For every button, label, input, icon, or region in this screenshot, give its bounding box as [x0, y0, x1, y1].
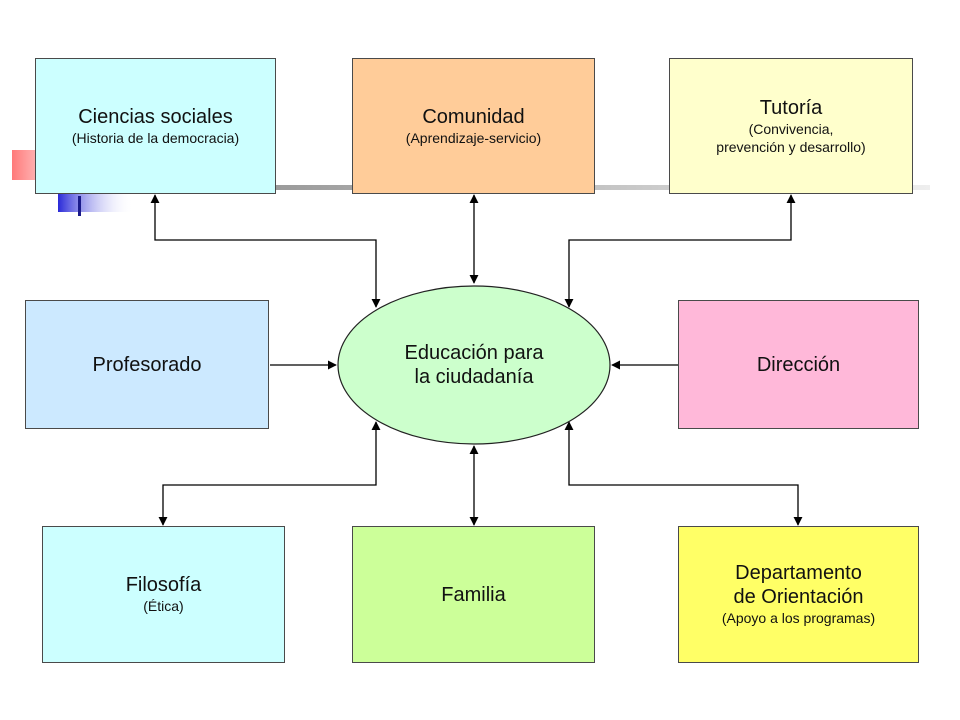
decorative-blue-tick: [78, 196, 81, 216]
connector-tutoria: [564, 194, 796, 308]
connector-filosofia: [158, 421, 381, 526]
node-ciencias-sociales: Ciencias sociales (Historia de la democr…: [35, 58, 276, 194]
decorative-gray-line: [270, 185, 930, 190]
node-subtitle-line-2: prevención y desarrollo): [716, 139, 866, 155]
node-direccion: Dirección: [678, 300, 919, 429]
center-node-ellipse: [337, 285, 611, 445]
node-tutoria: Tutoría (Convivencia, prevención y desar…: [669, 58, 913, 194]
node-subtitle: (Historia de la democracia): [71, 129, 240, 146]
node-subtitle: (Ética): [143, 598, 184, 614]
node-filosofia: Filosofía (Ética): [42, 526, 285, 663]
center-line-2: la ciudadanía: [414, 366, 534, 388]
node-departamento-orientacion: Departamento de Orientación (Apoyo a los…: [678, 526, 919, 663]
node-subtitle: (Apoyo a los programas): [721, 610, 876, 626]
node-subtitle: (Aprendizaje-servicio): [405, 129, 542, 146]
node-title: Familia: [441, 583, 506, 606]
node-familia: Familia: [352, 526, 595, 663]
node-title: Comunidad: [422, 105, 525, 128]
connector-ciencias: [150, 194, 381, 308]
center-node-label: Educación para la ciudadanía: [354, 335, 594, 395]
node-profesorado: Profesorado: [25, 300, 269, 429]
node-title: Filosofía: [125, 574, 202, 596]
connector-departamento: [564, 421, 803, 526]
node-title: Ciencias sociales: [78, 105, 233, 128]
node-title-line-1: Departamento: [735, 562, 862, 584]
node-title: Profesorado: [92, 353, 202, 376]
node-title: Tutoría: [759, 97, 823, 119]
center-line-1: Educación para: [404, 342, 544, 364]
node-subtitle-line-1: (Convivencia,: [748, 121, 834, 137]
node-title-line-2: de Orientación: [733, 586, 864, 608]
node-comunidad: Comunidad (Aprendizaje-servicio): [352, 58, 595, 194]
node-title: Dirección: [756, 353, 841, 376]
